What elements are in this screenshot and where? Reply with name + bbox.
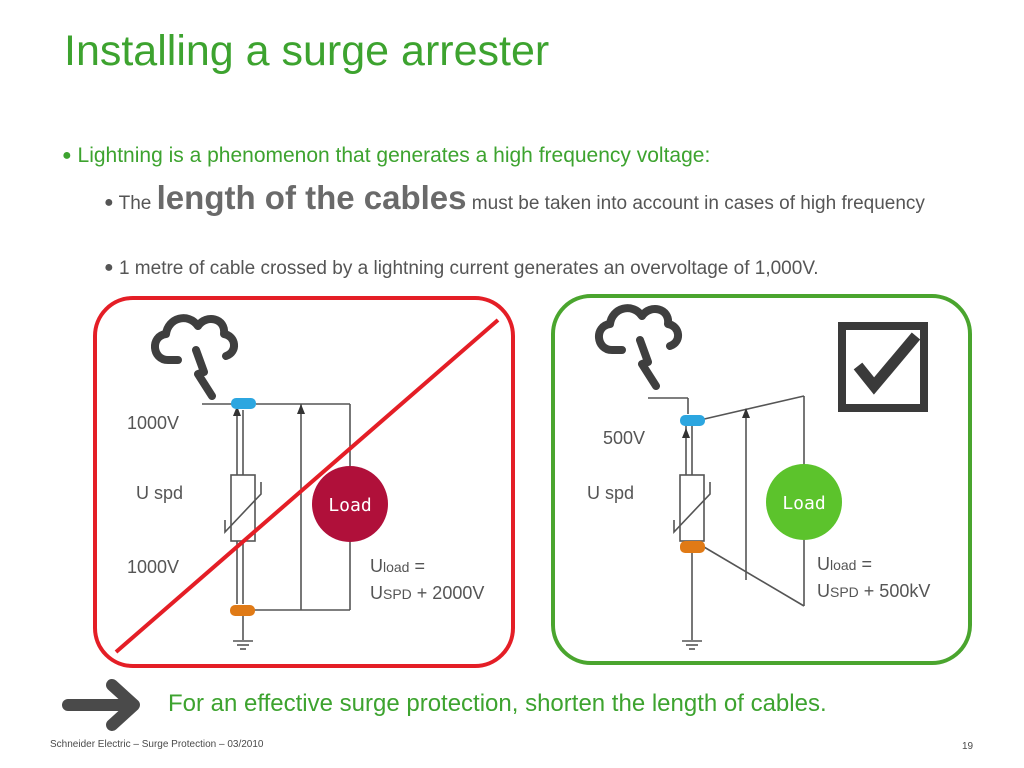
left-formula-line1: Uload = [370,556,425,577]
right-wiring [648,395,805,650]
right-panel: Load [551,294,972,665]
bullet-main-text: Lightning is a phenomenon that generates… [77,144,711,167]
sub-bullet-emphasis: length of the cables [156,179,467,216]
right-formula-u2: U [817,581,830,601]
right-load-circle [766,464,842,540]
right-top-voltage: 500V [603,428,646,448]
left-top-terminal [231,398,256,409]
left-load-label: Load [328,495,371,516]
left-bottom-voltage: 1000V [127,557,180,577]
lightning-cloud-icon [151,314,238,400]
sub-bullet-prefix: The [118,193,152,214]
right-load-label: Load [782,493,825,514]
slide-title: Installing a surge arrester [64,27,550,75]
left-panel: Load [93,296,515,668]
page-number: 19 [962,741,974,752]
right-varistor-icon [673,474,711,542]
left-formula-value: + 2000V [411,583,485,603]
right-formula-line1: Uload = [817,554,872,575]
bullet-dot-icon: ● [104,194,114,211]
left-formula-line2: USPD + 2000V [370,583,484,604]
sub-bullet-cables: ● The length of the cables must be taken… [104,181,984,219]
right-formula-load: load [830,557,857,573]
left-formula-eq: = [409,556,425,576]
left-crossout-line [114,318,500,654]
left-formula-u: U [370,556,383,576]
conclusion-text: For an effective surge protection, short… [168,690,827,717]
right-panel-frame [551,294,972,665]
bullet-dot-icon: ● [104,259,114,276]
left-formula-u2: U [370,583,383,603]
right-uspd-label: U spd [587,483,635,503]
bullet-main: ● Lightning is a phenomenon that generat… [62,144,710,168]
right-formula-u: U [817,554,830,574]
left-varistor-icon [224,474,262,542]
left-panel-frame [93,296,515,668]
right-top-terminal [680,415,705,426]
right-formula-eq: = [856,554,872,574]
bullet-dot-icon: ● [62,147,72,164]
left-uspd-label: U spd [136,483,184,503]
left-top-voltage: 1000V [127,413,180,433]
right-bottom-terminal [680,541,705,553]
checkbox-checked-icon [838,322,928,412]
left-formula-spd: SPD [383,586,412,602]
left-formula-load: load [383,559,410,575]
right-formula-value: + 500kV [858,581,931,601]
sub-bullet-overvoltage-text: 1 metre of cable crossed by a lightning … [118,258,819,279]
footer-text: Schneider Electric – Surge Protection – … [50,739,264,750]
sub-bullet-overvoltage: ● 1 metre of cable crossed by a lightnin… [104,258,819,280]
lightning-cloud-icon [595,304,682,390]
right-formula-spd: SPD [830,584,859,600]
left-bottom-terminal [230,605,255,616]
left-load-circle [312,466,388,542]
sub-bullet-suffix: must be taken into account in cases of h… [471,193,925,214]
right-formula-line2: USPD + 500kV [817,581,930,602]
arrow-right-icon [62,679,140,731]
